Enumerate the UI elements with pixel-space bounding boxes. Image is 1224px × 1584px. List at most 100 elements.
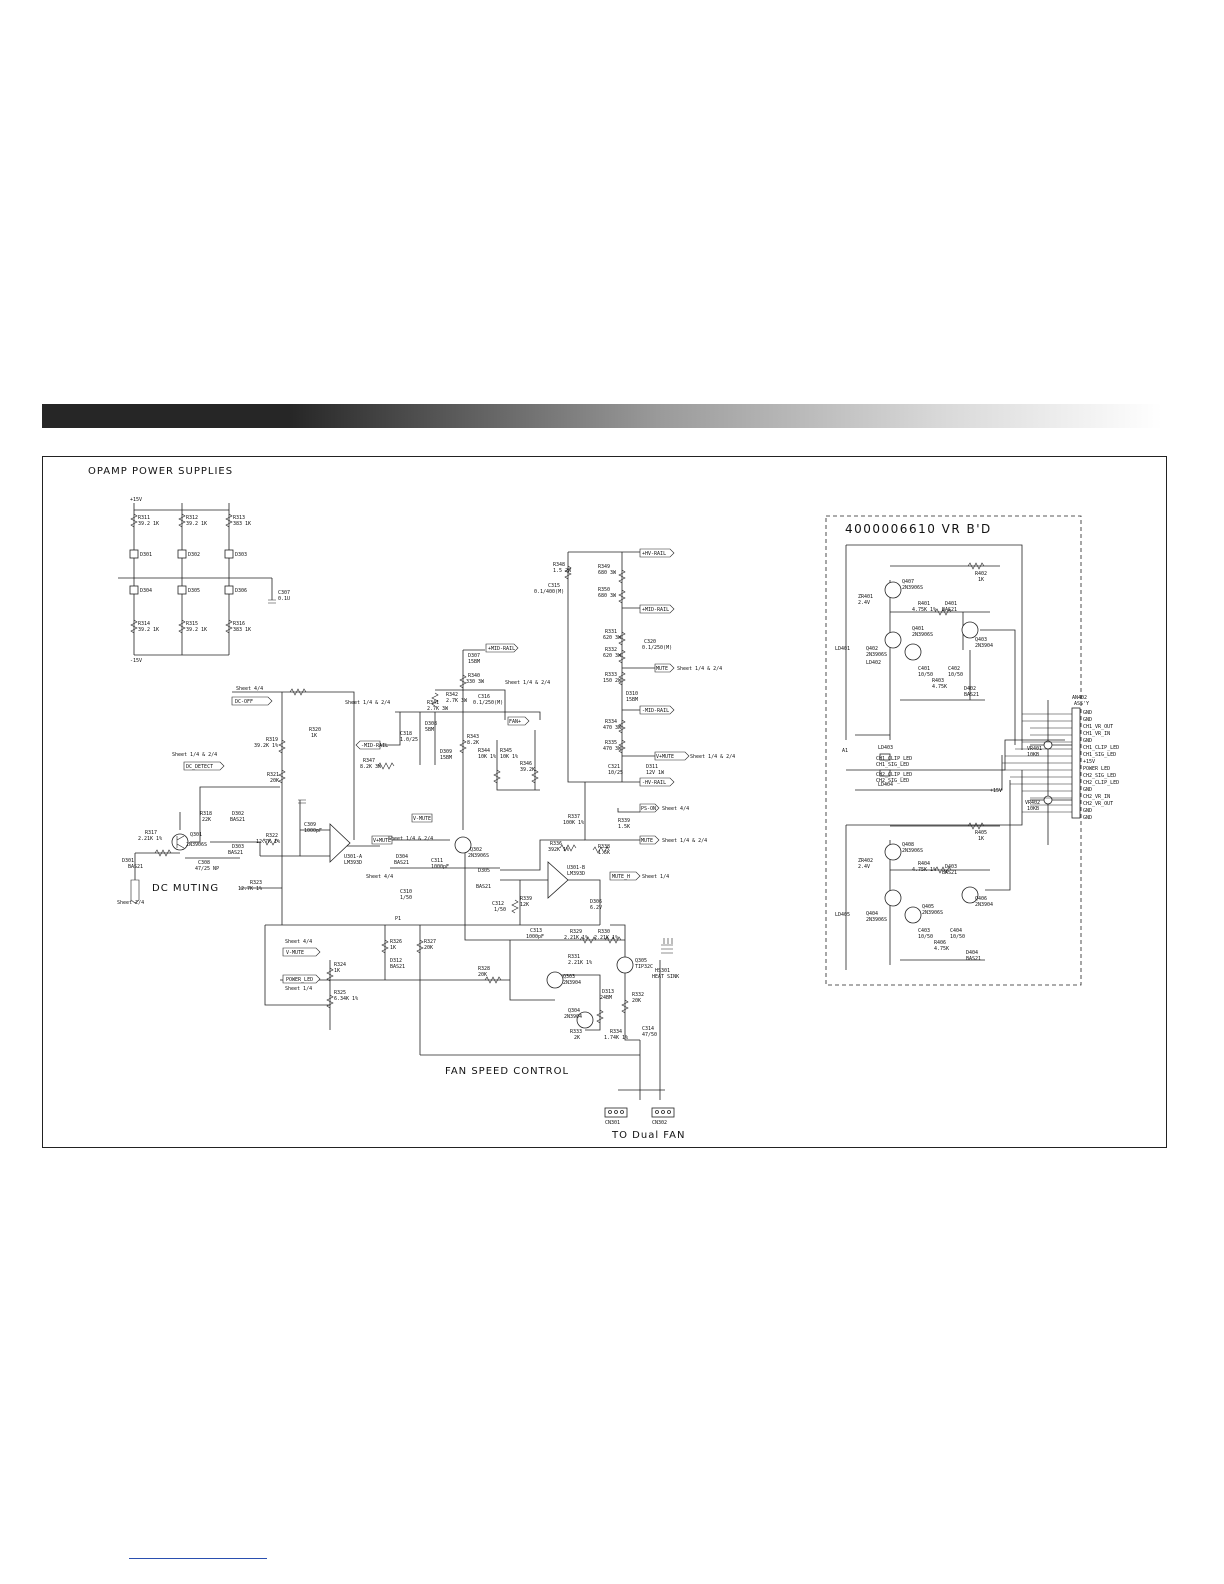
svg-text:Sheet 1/4 & 2/4: Sheet 1/4 & 2/4 [677,666,722,672]
svg-text:47/25 NP: 47/25 NP [195,866,219,872]
svg-text:C313: C313 [530,928,542,934]
svg-text:0.1U: 0.1U [278,596,290,602]
svg-text:20K: 20K [478,972,487,978]
svg-text:D306: D306 [235,588,247,594]
header-gradient-bar [42,404,1162,428]
svg-text:10/50: 10/50 [918,934,933,940]
svg-text:383 1K: 383 1K [233,521,251,527]
svg-text:R324: R324 [334,962,346,968]
svg-text:680 3W: 680 3W [598,570,617,576]
svg-text:R329: R329 [570,929,582,935]
svg-text:D312: D312 [390,958,402,964]
svg-text:2N3906S: 2N3906S [468,853,489,859]
svg-text:620 3W: 620 3W [603,635,622,641]
svg-text:1/50: 1/50 [494,907,506,913]
svg-text:2.4V: 2.4V [858,600,870,606]
svg-text:+15V: +15V [990,788,1002,794]
svg-text:CH1_CLIP_LED: CH1_CLIP_LED [1083,745,1119,751]
svg-text:CH2_VR_OUT: CH2_VR_OUT [1083,801,1113,807]
svg-text:R334: R334 [605,719,617,725]
svg-text:D306: D306 [590,899,602,905]
svg-text:+MID-RAIL: +MID-RAIL [642,607,669,613]
svg-text:1000pF: 1000pF [526,934,544,940]
svg-text:Q304: Q304 [568,1008,580,1014]
svg-text:U301-B: U301-B [567,865,585,871]
svg-text:R333: R333 [570,1029,582,1035]
svg-text:Q404: Q404 [866,911,878,917]
svg-text:R332: R332 [605,647,617,653]
svg-text:C314: C314 [642,1026,654,1032]
svg-text:Sheet 1/4 & 2/4: Sheet 1/4 & 2/4 [388,836,433,842]
svg-text:2N3906S: 2N3906S [186,842,207,848]
svg-text:MUTE: MUTE [656,666,668,672]
svg-text:C403: C403 [918,928,930,934]
svg-text:C320: C320 [644,639,656,645]
svg-text:C401: C401 [918,666,930,672]
svg-text:Q403: Q403 [975,637,987,643]
svg-text:D404: D404 [966,950,978,956]
vr-board-title: 4000006610 VR B'D [845,522,992,536]
svg-text:R323: R323 [250,880,262,886]
svg-text:C402: C402 [948,666,960,672]
svg-text:R339: R339 [520,896,532,902]
svg-text:BAS21: BAS21 [942,607,957,613]
svg-text:DC_DETECT: DC_DETECT [186,764,213,770]
svg-text:U301-A: U301-A [344,854,362,860]
svg-text:BAS21: BAS21 [230,817,245,823]
svg-text:GND: GND [1083,717,1092,723]
svg-text:R342: R342 [446,692,458,698]
dc-muting-section: DC MUTING [117,686,600,1055]
svg-text:15BM: 15BM [626,697,638,703]
dc-muting-title: DC MUTING [152,883,219,894]
svg-text:GND: GND [1083,808,1092,814]
svg-text:R338: R338 [598,844,610,850]
svg-text:R333: R333 [605,672,617,678]
svg-text:R335: R335 [605,740,617,746]
svg-text:C308: C308 [198,860,210,866]
svg-text:47/50: 47/50 [642,1032,657,1038]
svg-text:8.2K: 8.2K [467,740,479,746]
svg-text:150 2W: 150 2W [603,678,622,684]
svg-text:LM393D: LM393D [567,871,585,877]
svg-text:2.21K 1%: 2.21K 1% [568,960,592,966]
svg-text:R343: R343 [467,734,479,740]
svg-text:39.2 1K: 39.2 1K [138,627,159,633]
svg-text:R404: R404 [918,861,930,867]
svg-text:D311: D311 [646,764,658,770]
svg-text:C316: C316 [478,694,490,700]
svg-text:Sheet 1/4 & 2/4: Sheet 1/4 & 2/4 [345,700,390,706]
svg-text:R339: R339 [618,818,630,824]
svg-text:R337: R337 [568,814,580,820]
svg-text:CH1_SIG_LED: CH1_SIG_LED [876,762,909,768]
svg-text:R346: R346 [520,761,532,767]
svg-text:20K: 20K [424,945,433,951]
svg-text:P1: P1 [395,916,401,922]
svg-text:+HV-RAIL: +HV-RAIL [642,551,666,557]
svg-text:D301: D301 [122,858,134,864]
svg-text:Q407: Q407 [902,579,914,585]
svg-text:2N3906S: 2N3906S [866,652,887,658]
svg-text:-15V: -15V [130,658,142,664]
svg-text:10K 1%: 10K 1% [478,754,496,760]
svg-text:BAS21: BAS21 [228,850,243,856]
svg-text:Sheet 4/4: Sheet 4/4 [366,874,393,880]
svg-text:BAS21: BAS21 [390,964,405,970]
svg-text:Sheet 4/4: Sheet 4/4 [662,806,689,812]
svg-text:R403: R403 [932,678,944,684]
svg-text:10/25: 10/25 [608,770,623,776]
svg-text:DC-OFF: DC-OFF [235,699,253,705]
svg-text:MUTE: MUTE [641,838,653,844]
svg-text:C312: C312 [492,901,504,907]
svg-text:LD404: LD404 [878,782,893,788]
svg-text:C310: C310 [400,889,412,895]
svg-text:D305: D305 [188,588,200,594]
svg-text:D313: D313 [602,989,614,995]
svg-text:2N3906S: 2N3906S [922,910,943,916]
svg-text:2.21K 1%: 2.21K 1% [564,935,588,941]
svg-text:Q405: Q405 [922,904,934,910]
svg-text:Sheet 1/4 & 2/4: Sheet 1/4 & 2/4 [172,752,217,758]
svg-text:2.7K 3W: 2.7K 3W [446,698,468,704]
svg-text:100K 1%: 100K 1% [563,820,584,826]
svg-text:+15V: +15V [1083,759,1095,765]
svg-text:R349: R349 [598,564,610,570]
